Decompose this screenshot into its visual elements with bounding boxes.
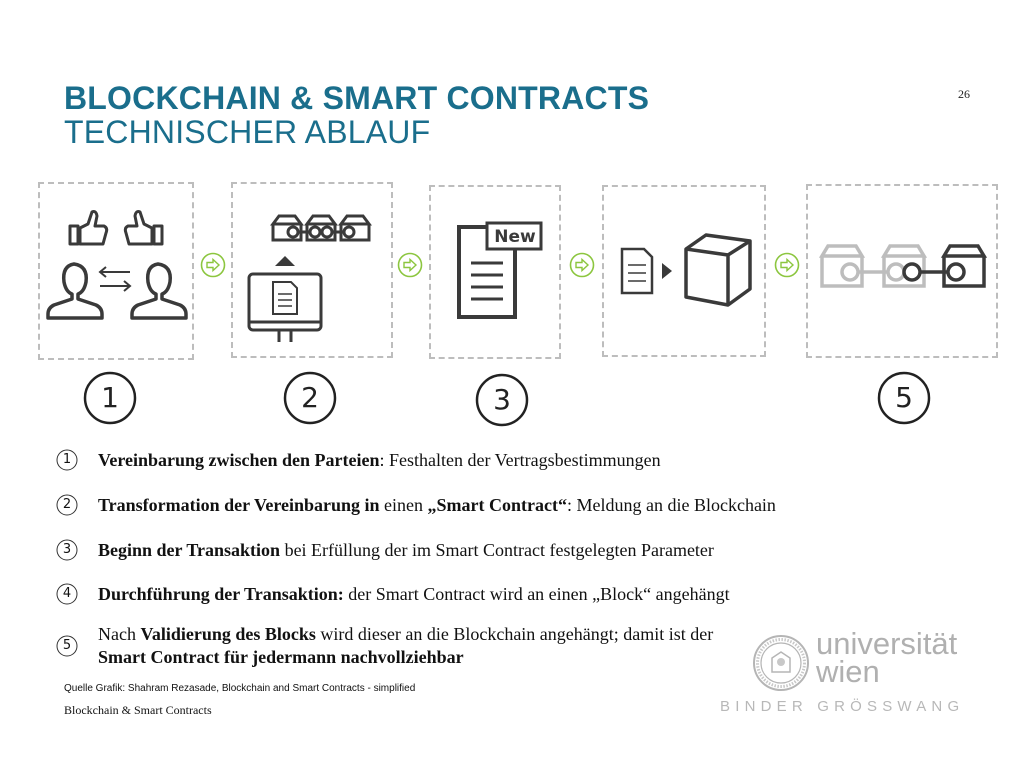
page-number: 26 <box>958 87 970 101</box>
step-description-5-marker: 5 <box>56 633 98 659</box>
image-source: Quelle Grafik: Shahram Rezasade, Blockch… <box>64 683 416 694</box>
step-number-3: 3 <box>474 372 530 428</box>
person-icon <box>46 262 104 320</box>
step-marker-3: 3 <box>56 539 78 561</box>
chain-icon <box>818 244 988 288</box>
page-subtitle: TECHNISCHER ABLAUF <box>64 114 431 150</box>
step-description-2: 2 Transformation der Vereinbarung in ein… <box>56 492 776 518</box>
new-label: New <box>494 227 536 247</box>
up-triangle-icon <box>275 256 295 266</box>
step-description-1: 1 Vereinbarung zwischen den Parteien: Fe… <box>56 447 661 473</box>
exchange-arrows-icon <box>98 266 132 292</box>
right-triangle-icon <box>662 263 672 279</box>
step-marker-2: 2 <box>56 494 78 516</box>
step-number-1: 1 <box>82 370 138 426</box>
next-arrow-icon <box>200 252 226 278</box>
thumbs-up-icon <box>123 210 164 246</box>
document-icon <box>620 247 654 295</box>
next-arrow-icon <box>774 252 800 278</box>
next-arrow-icon <box>569 252 595 278</box>
step-box-agreement <box>38 182 194 360</box>
chain-icon <box>270 214 372 242</box>
thumbs-up-icon <box>68 210 109 246</box>
step-box-new-transaction: New <box>429 185 561 359</box>
step-number-2: 2 <box>282 370 338 426</box>
step-box-smart-contract <box>231 182 393 358</box>
next-arrow-icon <box>397 252 423 278</box>
step-box-block <box>602 185 766 357</box>
university-seal-icon <box>753 635 809 691</box>
page-title: BLOCKCHAIN & SMART CONTRACTS <box>64 80 650 116</box>
footer-title: Blockchain & Smart Contracts <box>64 703 212 717</box>
university-name: universität wien <box>816 626 958 689</box>
partner-logo: BINDER GRÖSSWANG <box>720 698 965 715</box>
university-logo: universität wien <box>752 626 972 716</box>
step-marker-5: 5 <box>56 635 78 657</box>
computer-document-icon <box>247 272 323 342</box>
step-description-5: Nach Validierung des Blocks wird dieser … <box>98 624 714 667</box>
step-number-5: 5 <box>876 370 932 426</box>
step-marker-1: 1 <box>56 449 78 471</box>
step-box-chain-appended <box>806 184 998 358</box>
step-description-4: 4 Durchführung der Transaktion: der Smar… <box>56 581 730 607</box>
cube-icon <box>684 233 752 307</box>
step-description-3: 3 Beginn der Transaktion bei Erfüllung d… <box>56 537 714 563</box>
step-marker-4: 4 <box>56 583 78 605</box>
person-icon <box>130 262 188 320</box>
